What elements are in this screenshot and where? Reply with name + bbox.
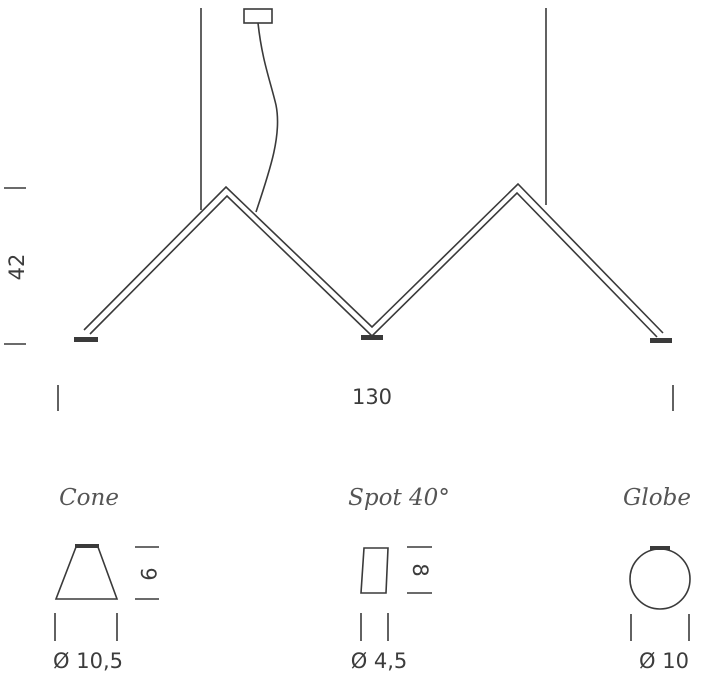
zigzag-arm-inner bbox=[89, 191, 658, 338]
zigzag-arm-outer bbox=[83, 182, 664, 334]
globe-diameter-label: Ø 10 bbox=[639, 649, 689, 673]
globe-shade-cap bbox=[650, 546, 670, 550]
overall-height-label: 42 bbox=[5, 254, 29, 281]
cone-height-label: 9 bbox=[136, 567, 160, 580]
left-light-head bbox=[74, 337, 98, 342]
right-light-head bbox=[650, 338, 672, 343]
cone-shade-cap bbox=[75, 544, 99, 548]
center-light-head bbox=[361, 335, 383, 340]
globe-title: Globe bbox=[623, 485, 691, 511]
spot-diameter-label: Ø 4,5 bbox=[351, 649, 408, 673]
spot-title: Spot 40° bbox=[348, 485, 450, 511]
cone-shade-icon bbox=[54, 546, 119, 600]
globe-shade-icon bbox=[629, 548, 691, 610]
overall-width-label: 130 bbox=[352, 385, 392, 409]
spot-height-label: 8 bbox=[408, 563, 432, 576]
power-cable bbox=[255, 22, 279, 213]
ceiling-canopy bbox=[243, 8, 273, 24]
spot-shade-icon bbox=[360, 547, 389, 594]
cone-title: Cone bbox=[59, 485, 119, 511]
cone-diameter-label: Ø 10,5 bbox=[53, 649, 123, 673]
